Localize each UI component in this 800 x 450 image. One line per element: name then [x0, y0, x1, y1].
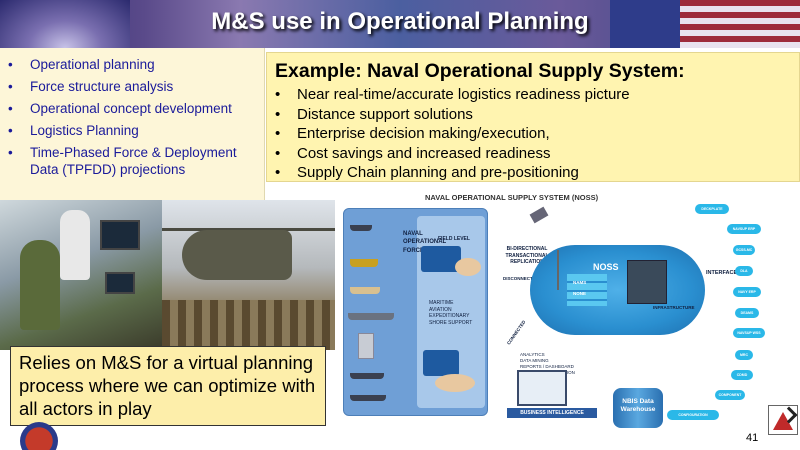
callout-box: Relies on M&S for a virtual planning pro…	[10, 346, 326, 426]
person-figure	[60, 210, 90, 280]
list-item: Time-Phased Force & Deployment Data (TPF…	[8, 144, 264, 178]
list-item: Operational planning	[8, 56, 264, 73]
ship-icon	[350, 225, 372, 231]
flag-image	[610, 0, 800, 48]
vehicle-icon	[350, 259, 378, 267]
support-list: MARITIME AVIATION EXPEDITIONARY SHORE SU…	[429, 300, 472, 326]
list-item: SHORE SUPPORT	[429, 319, 473, 326]
list-item: Distance support solutions	[275, 105, 799, 125]
triangle-icon	[773, 412, 793, 430]
carrier-icon	[348, 313, 394, 320]
operations-center-photo	[0, 200, 162, 350]
example-box: Example: Naval Operational Supply System…	[266, 52, 800, 182]
interface-pill: CONFIGURATION	[667, 410, 719, 420]
forces-label: NAVAL OPERATIONAL FORCES	[403, 231, 446, 254]
interface-pill: NAVSUP ERP	[727, 224, 761, 234]
server-rack-icon	[627, 260, 667, 304]
tower-icon	[557, 250, 559, 290]
interface-pill: DECKPLATE	[695, 204, 729, 214]
helicopter-photo	[162, 200, 335, 350]
interface-pill: DLA	[735, 266, 753, 276]
interface-pill: CDMD	[731, 370, 753, 380]
example-heading: Example: Naval Operational Supply System…	[275, 60, 685, 82]
interface-pill: NAVSUP WSS	[733, 328, 765, 338]
bi-label: BUSINESS INTELLIGENCE	[507, 408, 597, 418]
diagram-title: NAVAL OPERATIONAL SUPPLY SYSTEM (NOSS)	[425, 193, 599, 202]
replication-label: BI-DIRECTIONAL TRANSACTIONAL REPLICATION	[505, 246, 549, 265]
dashboard-icon	[517, 370, 567, 406]
list-item: Near real-time/accurate logistics readin…	[275, 85, 799, 105]
warehouse-icon: NBIS Data Warehouse	[613, 388, 663, 428]
page-number: 41	[746, 432, 759, 444]
interface-pill: GCSS-MC	[733, 245, 755, 255]
corner-logo	[768, 405, 798, 435]
server-icon	[421, 246, 461, 272]
list-item: Supply Chain planning and pre-positionin…	[275, 163, 799, 183]
list-item: REPORTS / DASHBOARD	[520, 364, 574, 369]
list-item: Cost savings and increased readiness	[275, 144, 799, 164]
example-list: Near real-time/accurate logistics readin…	[267, 83, 799, 183]
list-item: Force structure analysis	[8, 78, 264, 95]
callout-text: Relies on M&S for a virtual planning pro…	[19, 352, 316, 419]
rotor-blade	[162, 228, 335, 231]
list-item: AVIATION	[429, 306, 452, 313]
crowd-figures	[162, 300, 335, 350]
helicopter-icon	[182, 230, 292, 280]
server-icon	[423, 350, 459, 376]
seal-logo	[20, 422, 58, 450]
slide-title: M&S use in Operational Planning	[211, 8, 589, 35]
none-label: NONE	[573, 291, 587, 296]
list-item: EXPEDITIONARY	[429, 313, 470, 319]
list-item: Operational concept development	[8, 100, 264, 117]
field-level-label: FIELD LEVEL	[438, 236, 470, 242]
ship-icon	[350, 395, 386, 401]
planning-uses-box: Operational planning Force structure ana…	[0, 48, 265, 200]
infrastructure-label: INFRASTRUCTURE	[653, 305, 695, 310]
list-item: DATA MINING	[520, 358, 549, 363]
header-banner	[0, 0, 800, 48]
soldier-figure	[20, 240, 60, 330]
ship-icon	[350, 373, 384, 379]
nams-label: NAMS	[573, 280, 587, 285]
interface-pill: MRC	[735, 350, 753, 360]
connected-label: CONNECTED	[506, 319, 527, 346]
satellite-icon	[529, 206, 549, 224]
noss-diagram: NAVAL OPERATIONAL SUPPLY SYSTEM (NOSS) N…	[335, 190, 800, 430]
disconnected-label: DISCONNECTED	[503, 276, 540, 281]
users-icon	[435, 374, 475, 392]
truck-icon	[350, 287, 380, 294]
list-item: Logistics Planning	[8, 122, 264, 139]
noss-label: NOSS	[593, 262, 619, 272]
users-icon	[455, 258, 481, 276]
stack-icon	[567, 274, 607, 306]
list-item: MARITIME	[429, 300, 454, 306]
monitor-icon	[100, 220, 140, 250]
list-item: ANALYTICS	[520, 352, 545, 357]
interface-pill: COMPONENT	[715, 390, 745, 400]
interfaces-label: INTERFACES	[706, 270, 741, 276]
monitor-icon	[105, 272, 135, 294]
interface-pill: DEAMS	[735, 308, 759, 318]
cloud-shape	[530, 245, 705, 335]
planning-uses-list: Operational planning Force structure ana…	[0, 48, 264, 178]
list-item: Enterprise decision making/execution,	[275, 124, 799, 144]
capitol-image	[0, 0, 130, 48]
interface-pill: NAVY ERP	[733, 287, 761, 297]
building-icon	[358, 333, 374, 359]
